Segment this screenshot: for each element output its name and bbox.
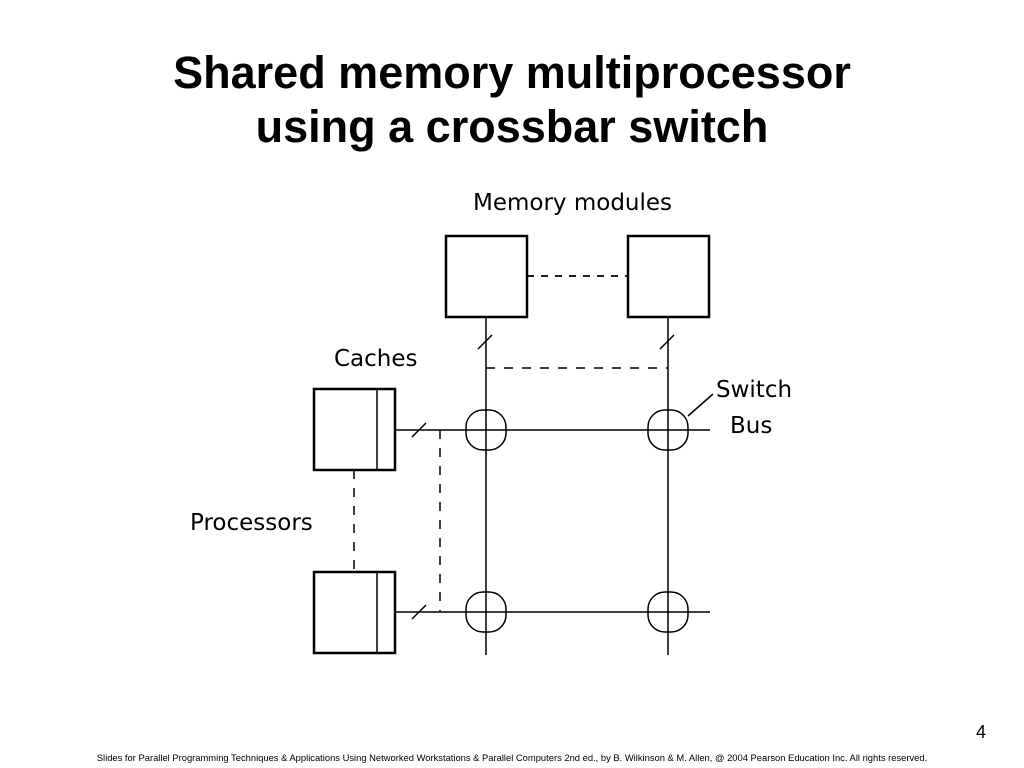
- bus-slash-mark: [411, 422, 427, 438]
- footer-credit: Slides for Parallel Programming Techniqu…: [96, 752, 928, 763]
- memory-modules-label: Memory modules: [473, 190, 672, 216]
- memory-module: [444, 234, 529, 319]
- processor-cache-box: [312, 570, 397, 655]
- title-line-1: Shared memory multiprocessor: [173, 47, 851, 98]
- processor-cache-box: [312, 387, 397, 472]
- page-title: Shared memory multiprocessor using a cro…: [0, 46, 1024, 154]
- title-line-2: using a crossbar switch: [255, 101, 769, 152]
- crossbar-switch: [647, 591, 689, 633]
- switch-pointer-line: [687, 393, 714, 417]
- page-number: 4: [975, 722, 986, 742]
- memory-module: [626, 234, 711, 319]
- processors-label: Processors: [190, 510, 313, 536]
- bus-label: Bus: [730, 413, 772, 439]
- crossbar-switch: [465, 409, 507, 451]
- bus-slash-mark: [411, 604, 427, 620]
- crossbar-switch: [465, 591, 507, 633]
- crossbar-switch: [647, 409, 689, 451]
- caches-label: Caches: [334, 346, 418, 372]
- bus-slash-mark: [477, 334, 493, 350]
- switch-label: Switch: [716, 377, 792, 403]
- bus-slash-mark: [659, 334, 675, 350]
